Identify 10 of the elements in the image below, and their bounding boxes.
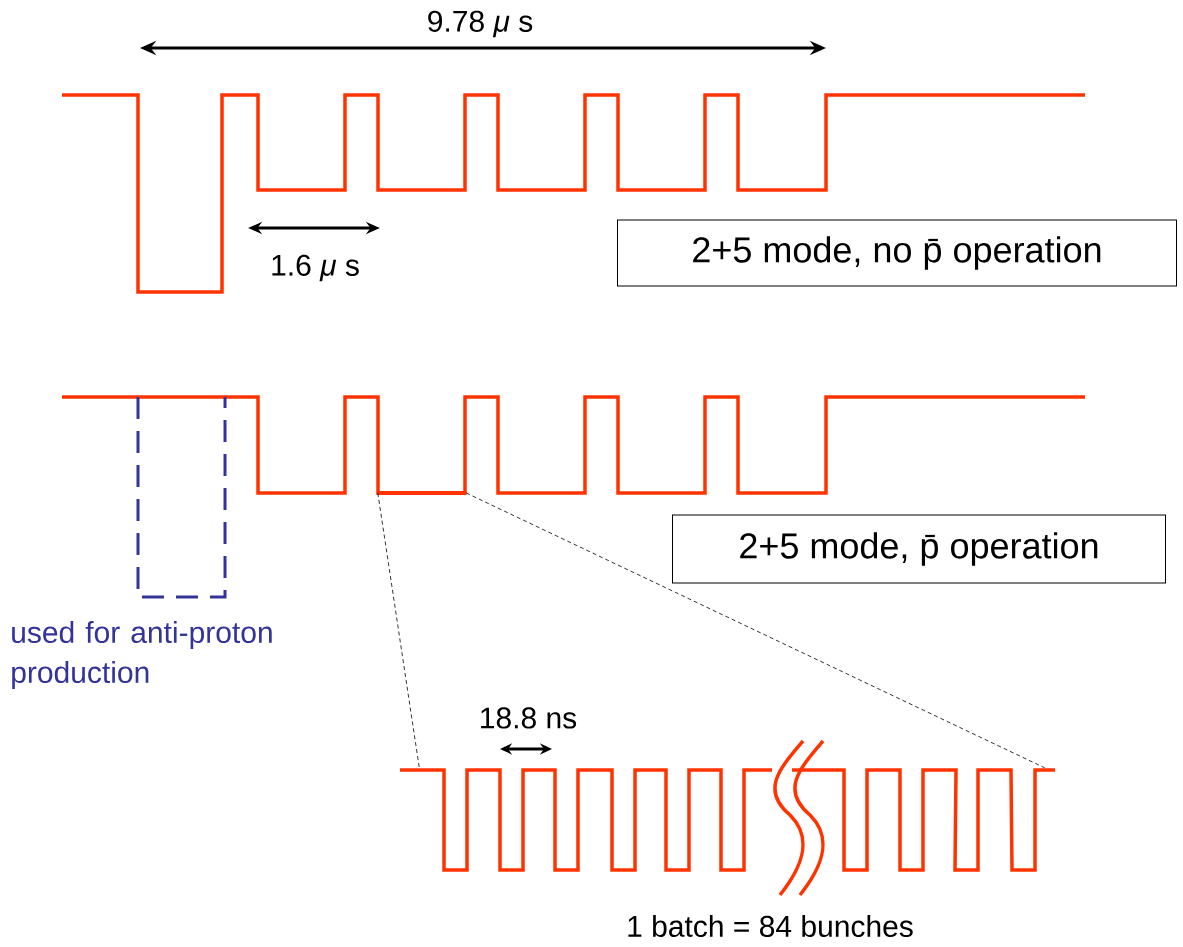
note-text: used for anti-proton production xyxy=(12,621,272,689)
leader-line xyxy=(465,492,1046,769)
dimension-label: 1.6 μ s xyxy=(272,254,359,282)
leader-line xyxy=(377,492,420,769)
mode-box: 2+5 mode, no p̄ operation xyxy=(617,219,1177,287)
mode-box: 2+5 mode, p̄ operation xyxy=(672,514,1166,584)
bunch-train-drawing xyxy=(400,739,1055,897)
dimension-label: 9.78 μ s xyxy=(428,10,533,38)
caption-text: 1 batch = 84 bunches xyxy=(628,915,913,937)
batch-segment xyxy=(378,491,466,495)
